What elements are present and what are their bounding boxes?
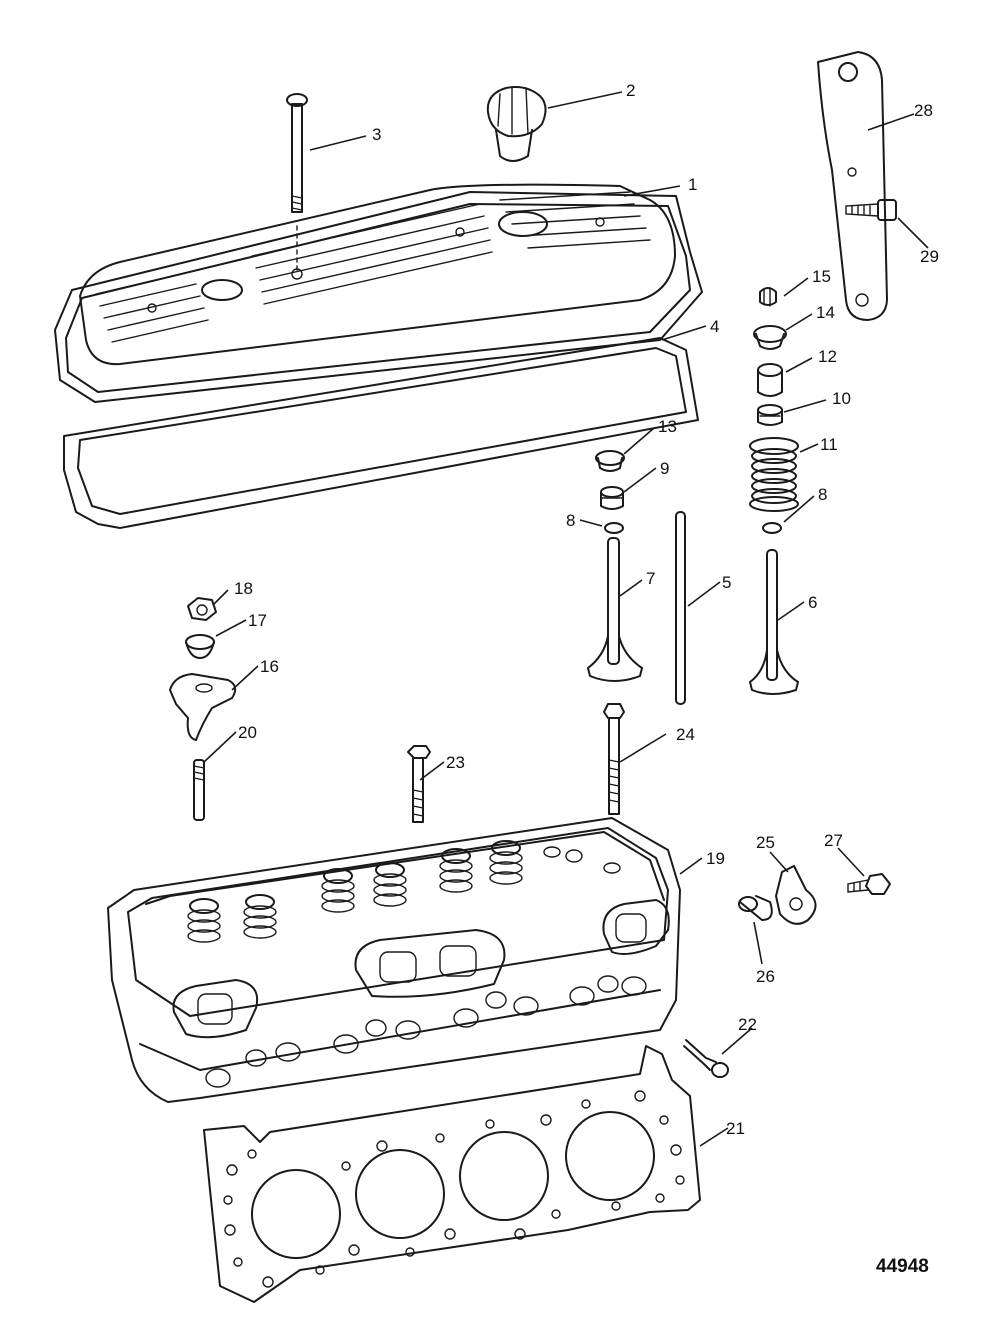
head-bolt-bosses — [205, 846, 647, 1088]
part-16-rocker-arm — [169, 673, 237, 741]
callout-26: 26 — [756, 967, 775, 986]
part-13-cap — [595, 450, 625, 472]
part-23-bolt — [407, 745, 431, 823]
part-27-bolt — [847, 873, 891, 895]
callout-15: 15 — [812, 267, 831, 286]
callout-21: 21 — [726, 1119, 745, 1138]
part-20-stud — [193, 759, 205, 821]
part-26-spacer — [738, 895, 773, 921]
callout-14: 14 — [816, 303, 835, 322]
callout-4: 4 — [710, 317, 719, 336]
callout-2: 2 — [626, 81, 635, 100]
callout-28: 28 — [914, 101, 933, 120]
callout-6: 6 — [808, 593, 817, 612]
callout-25: 25 — [756, 833, 775, 852]
part-2-oil-cap — [486, 86, 547, 162]
callout-16: 16 — [260, 657, 279, 676]
part-14-cap — [753, 325, 787, 350]
part-17-ball — [185, 634, 215, 659]
callout-17: 17 — [248, 611, 267, 630]
callout-9: 9 — [660, 459, 669, 478]
part-9-seal — [600, 486, 624, 510]
callout-18: 18 — [234, 579, 253, 598]
part-7-intake-valve — [587, 537, 643, 682]
callout-7: 7 — [646, 569, 655, 588]
part-5-pushrod — [675, 511, 686, 705]
callout-20: 20 — [238, 723, 257, 742]
callout-10: 10 — [832, 389, 851, 408]
part-10-seal — [757, 404, 783, 426]
part-1-valve-cover — [54, 183, 703, 403]
part-18-nut — [187, 597, 217, 621]
callout-13: 13 — [658, 417, 677, 436]
part-3-long-bolt — [286, 93, 308, 213]
part-29-bolt — [845, 199, 897, 221]
part-11-valve-spring — [749, 437, 799, 512]
part-15-valve-key — [759, 287, 777, 307]
part-24-bolt — [603, 703, 625, 815]
part-8-washer-left — [604, 522, 624, 534]
callout-27: 27 — [824, 831, 843, 850]
callout-24: 24 — [676, 725, 695, 744]
callout-labels: 1 2 3 4 5 6 7 8 8 9 10 11 12 13 14 15 16… — [234, 81, 939, 1138]
callout-22: 22 — [738, 1015, 757, 1034]
part-6-exhaust-valve — [749, 549, 799, 695]
head-valve-springs — [187, 840, 523, 943]
callout-3: 3 — [372, 125, 381, 144]
part-25-clamp — [775, 865, 817, 925]
callout-8-right: 8 — [818, 485, 827, 504]
callout-1: 1 — [688, 175, 697, 194]
part-4-valve-cover-gasket — [63, 337, 699, 529]
part-12-rotator — [757, 363, 783, 397]
callout-8-left: 8 — [566, 511, 575, 530]
callout-29: 29 — [920, 247, 939, 266]
callout-19: 19 — [706, 849, 725, 868]
gasket-holes — [223, 1090, 685, 1288]
leader-lines — [203, 91, 929, 1147]
callout-5: 5 — [722, 573, 731, 592]
part-22-bolt — [683, 1039, 729, 1078]
callout-11: 11 — [820, 435, 838, 454]
part-28-bracket — [817, 51, 888, 321]
part-19-cylinder-head — [107, 817, 681, 1103]
part-8-washer-right — [762, 522, 782, 534]
part-21-head-gasket — [203, 1045, 701, 1303]
callout-12: 12 — [818, 347, 837, 366]
callout-23: 23 — [446, 753, 465, 772]
figure-number: 44948 — [876, 1256, 929, 1277]
